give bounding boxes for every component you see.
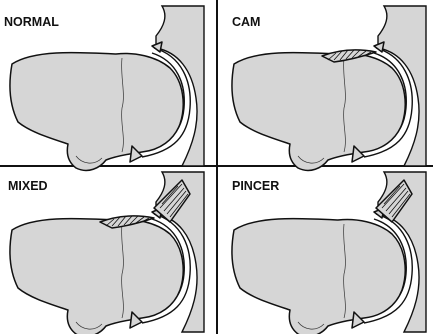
normal-hip-illustration [10,6,204,170]
panel-normal: NORMAL [4,6,204,170]
panel-label-normal: NORMAL [4,15,59,29]
panel-cam: CAM [232,6,426,170]
cam-hip-illustration [232,6,426,170]
panel-label-mixed: MIXED [8,179,48,193]
panel-label-pincer: PINCER [232,179,279,193]
panel-mixed: MIXED [8,172,204,334]
panel-pincer: PINCER [232,172,426,334]
panel-label-cam: CAM [232,15,260,29]
